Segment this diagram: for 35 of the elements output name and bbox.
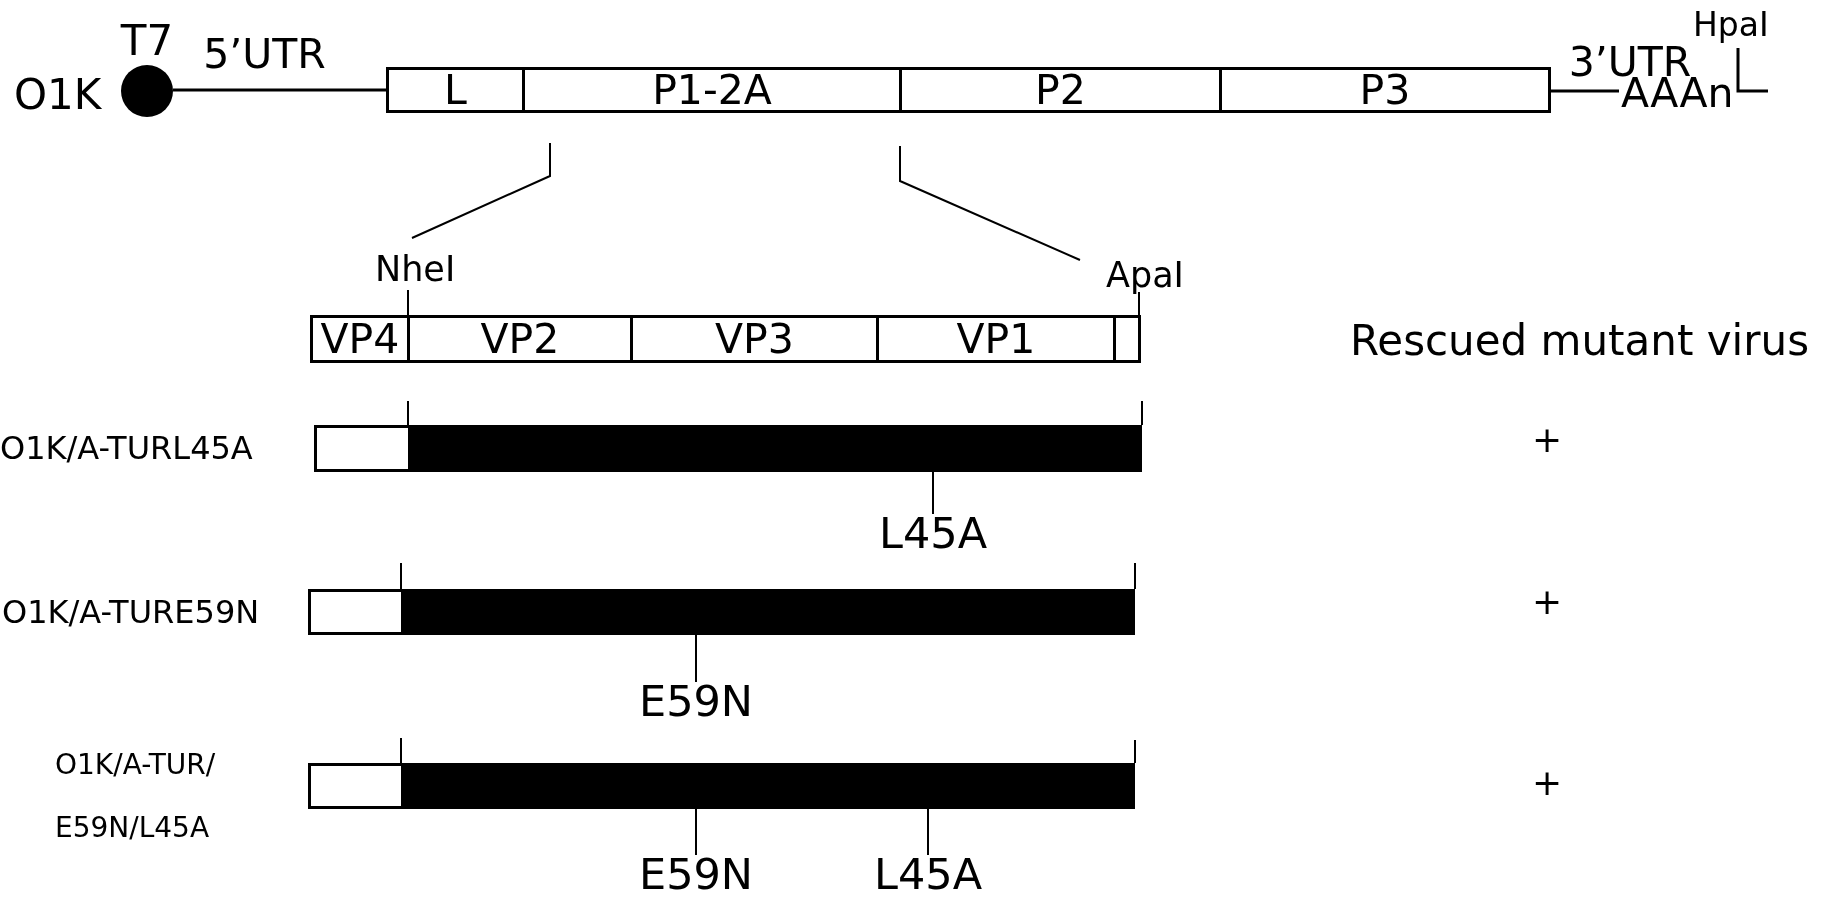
construct-name: O1K/A-TURE59N — [2, 596, 260, 628]
segment-box: VP2 — [407, 315, 633, 363]
mutation-label: E59N — [638, 680, 754, 723]
column-heading: Rescued mutant virus — [1350, 320, 1810, 362]
genome-name: O1K — [14, 74, 102, 116]
utr-line — [1551, 89, 1619, 93]
segment-box — [1113, 315, 1141, 363]
mutation-label: E59N — [638, 853, 754, 896]
promoter-label: T7 — [120, 20, 174, 62]
segment-box: VP4 — [310, 315, 410, 363]
rescue-result: + — [1532, 422, 1563, 458]
mutation-label: L45A — [873, 853, 983, 896]
segment-box: P3 — [1219, 67, 1551, 113]
construct-bar — [308, 589, 1135, 635]
segment-box: L — [386, 67, 525, 113]
leader-line — [927, 808, 929, 856]
rescue-result: + — [1532, 765, 1563, 801]
construct-bar — [308, 763, 1135, 809]
segment-box: VP3 — [630, 315, 879, 363]
restriction-site-label: ApaI — [1106, 258, 1184, 293]
segment-box: VP1 — [876, 315, 1116, 363]
leader-line — [932, 471, 934, 515]
leader-line — [695, 634, 697, 683]
rescue-result: + — [1532, 584, 1563, 620]
leader-line — [695, 808, 697, 856]
construct-name: O1K/A-TUR/ E59N/L45A — [55, 747, 217, 846]
utr-line — [173, 88, 386, 92]
segment-box: P2 — [899, 67, 1222, 113]
mutation-label: L45A — [878, 512, 988, 555]
construct-bar — [314, 425, 1142, 472]
construct-name: O1K/A-TURL45A — [0, 432, 253, 464]
segment-box: P1-2A — [522, 67, 902, 113]
restriction-site-label: HpaI — [1693, 8, 1769, 41]
promoter-circle — [121, 65, 173, 117]
restriction-site-label: NheI — [375, 252, 456, 287]
